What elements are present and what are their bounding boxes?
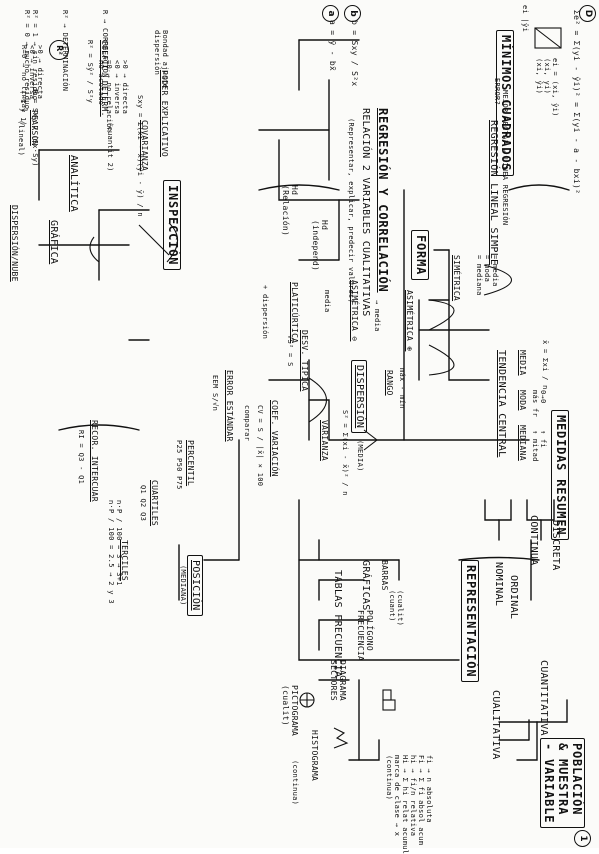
poblacion-muestra-title: POBLACIÓN & MUESTRA - VARIABLE xyxy=(539,738,585,829)
pictograma-label: PICTOGRAMA (cualit) xyxy=(280,685,299,737)
error-estandar-label: ERROR ESTÁNDAR xyxy=(225,370,234,442)
asimetrica-pos-sub: → media xyxy=(373,300,381,332)
a-formula: a = ȳ - bx̄ xyxy=(328,20,337,72)
rango-label: RANGO xyxy=(385,370,394,396)
ei-label: ei |ŷi xyxy=(521,5,529,33)
relacion-sub: (Representar, explicar, predecir valores… xyxy=(347,118,355,304)
posicion-note: (MEDIANA) xyxy=(179,565,187,606)
histograma-sub: (continua) xyxy=(291,760,299,806)
barras-label: BARRAS xyxy=(380,560,389,591)
cualitativa-label: CUALITATIVA xyxy=(490,690,501,760)
cuartiles-label: CUARTILES xyxy=(150,480,159,527)
nominal-label: NOMINAL xyxy=(493,562,504,607)
varianza-label: VARIANZA xyxy=(320,420,329,461)
coef-determ-formula: R² = Sŷ² / S²y xyxy=(86,40,94,104)
inspeccion-title: INSPECCIÓN xyxy=(163,180,181,271)
moda-label: MODA xyxy=(518,390,527,411)
cuartiles-sub: Q1 Q2 Q3 xyxy=(139,485,147,522)
diagrama-sectores-label: DIAGRAMA SECTORES xyxy=(328,660,347,701)
dispersion-nube-label: DISPERSIÓN/NUBE xyxy=(10,205,19,282)
r-correlacion: R → CORRELACIÓN xyxy=(101,10,109,78)
forma-title: FORMA xyxy=(411,230,429,281)
relacion-label: RELACIÓN 2 VARIABLES CUALITATIVAS xyxy=(360,108,371,317)
simetrica-label: SIMÉTRICA xyxy=(452,255,461,302)
mediana-sub: ↑ fi ↑ mitad xyxy=(530,430,547,462)
posicion-label: POSICIÓN xyxy=(187,555,203,616)
coef-variacion-label: COEF. VARIACIÓN xyxy=(270,400,279,477)
hd-relacion: Hd (Relación) xyxy=(280,185,299,237)
covarianza-formula: Sxy = Σ(xi - x̄)(yi - ȳ) / n xyxy=(136,95,144,217)
rango-formula: máx - mín xyxy=(398,368,406,409)
tendencia-central-label: TENDENCIA CENTRAL xyxy=(496,350,507,458)
media-label: MEDIA xyxy=(518,350,527,376)
ri-formula: RI = Q3 - Q1 xyxy=(77,430,85,485)
ordinal-label: ORDINAL xyxy=(508,575,519,620)
platicurtica-sub: + dispersión xyxy=(261,285,269,340)
graficas-label: GRÁFICAS xyxy=(360,560,371,611)
coef-formula: CV = S / |x̄| × 100 xyxy=(256,405,264,487)
circle-b: b xyxy=(344,5,361,22)
varianza-formula: S² = Σ(xi - x̄)² / n xyxy=(341,410,349,496)
continua-label: CONTINUA xyxy=(528,515,539,566)
dispersion-note: (MEDIA) xyxy=(356,440,364,472)
asimetrica-pos-label: ASIMÉTRICA ⊕ xyxy=(405,290,414,352)
b-formula: b = Sxy / S²x xyxy=(350,20,359,87)
regresion-correlacion-title: REGRESIÓN Y CORRELACIÓN xyxy=(376,108,390,293)
sum-e-squared-formula: Σe² = Σ(yi - ŷi)² = Σ(yi - a - bxi)² xyxy=(572,10,581,195)
asimetrica-neg-sub: media xyxy=(323,290,331,313)
analitica-label: ANALÍTICA xyxy=(68,155,79,212)
r2-explanation: R² = 1 → sin residuo R² = 0 → mucho resi… xyxy=(22,10,39,110)
histograma-label: HISTOGRAMA xyxy=(310,730,319,782)
moda-sub: 0→0 más fr xyxy=(530,390,547,418)
platicurtica-label: PLATICÚRTICA xyxy=(290,282,299,344)
mediana-label: MEDIANA xyxy=(518,425,527,461)
cuantitativa-label: CUANTITATIVA xyxy=(538,660,549,736)
circle-d: D xyxy=(579,5,596,22)
poder-sub: Bondad ajuste dispersión xyxy=(152,30,169,89)
barras-sub: (cualit) (cuant) xyxy=(387,590,404,627)
error-formula: EEM S/√n xyxy=(211,375,219,412)
medidas-resumen-title: MEDIDAS RESUMEN xyxy=(551,410,569,541)
percentil-sub: P25 P50 P75 xyxy=(175,440,183,490)
poligono-label: POLÍGONO FRECUENCIA xyxy=(355,610,374,662)
dispersion-label: DISPERSIÓN xyxy=(351,360,367,434)
percentil-label: PERCENTIL xyxy=(186,440,195,487)
ei-note: ei = (xi, ŷi) (xi, yi) (xi, ŷi) xyxy=(534,58,559,117)
desv-tipica-label: DESV. TÍPICA xyxy=(300,330,309,392)
error-question: ERROR? xyxy=(493,78,501,106)
frequency-notes: fi → n absoluta Fi → Σ fi absol acum hi … xyxy=(384,755,433,854)
section-number-1: 1 xyxy=(574,830,591,847)
grafica-label: GRÁFICA xyxy=(48,220,59,265)
n-formula: n·P / 100 = 3 → 3+1 n·P / 100 = 2.5 → 2 … xyxy=(106,500,123,604)
coef-note: comparar xyxy=(243,405,251,442)
representacion-title: REPRESENTACIÓN xyxy=(461,560,479,683)
recor-intercuar-label: RECOR. INTERCUAR xyxy=(90,420,99,502)
r2-circle: R² xyxy=(49,40,69,60)
hd-independ: Hd (independ) xyxy=(310,220,329,272)
mejor-recta-note: MEJOR RECTA? → LÍNEA REGRESIÓN xyxy=(501,90,509,226)
media-formula: x̄ = Σxi / n xyxy=(541,340,549,390)
circle-a: a xyxy=(322,5,339,22)
regresion-lineal-simple-label: REGRESIÓN LINEAL SIMPLE xyxy=(488,120,499,266)
